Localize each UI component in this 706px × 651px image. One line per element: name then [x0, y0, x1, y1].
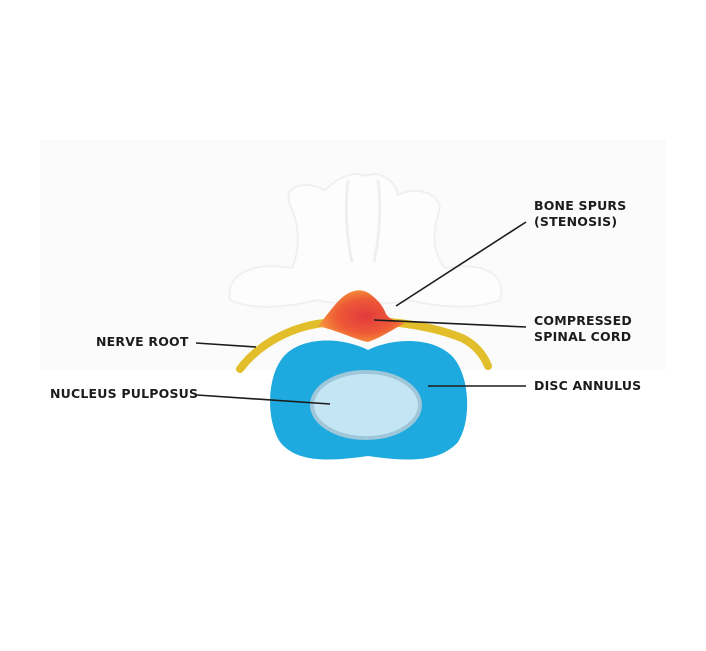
compressed-cord-leader-line	[373, 319, 527, 328]
disc-annulus-label: DISC ANNULUS	[534, 378, 641, 394]
nucleus-pulposus-shape	[310, 370, 422, 440]
compressed-cord-label-line1: COMPRESSED	[534, 313, 632, 328]
disc-annulus-label-text: DISC ANNULUS	[534, 378, 642, 393]
nucleus-pulposus-leader-line	[196, 394, 331, 405]
nucleus-pulposus-label-text: NUCLEUS PULPOSUS	[50, 386, 199, 401]
nerve-root-leader-line	[195, 342, 257, 348]
spinous-process-ghost	[344, 179, 382, 263]
bone-spurs-leader-line	[395, 221, 527, 307]
compressed-cord-label-line2: SPINAL CORD	[534, 329, 632, 344]
bone-spurs-label: BONE SPURS (STENOSIS)	[534, 198, 626, 230]
nucleus-pulposus-label: NUCLEUS PULPOSUS	[50, 386, 198, 402]
vertebra-ghost-outline	[228, 172, 503, 308]
nerve-root-label: NERVE ROOT	[96, 334, 189, 350]
bone-spurs-label-line1: BONE SPURS	[534, 198, 627, 213]
nerve-root-label-text: NERVE ROOT	[96, 334, 189, 349]
bone-spur-shape	[318, 290, 405, 342]
bone-spurs-label-line2: (STENOSIS)	[534, 214, 618, 229]
compressed-cord-label: COMPRESSED SPINAL CORD	[534, 313, 632, 345]
